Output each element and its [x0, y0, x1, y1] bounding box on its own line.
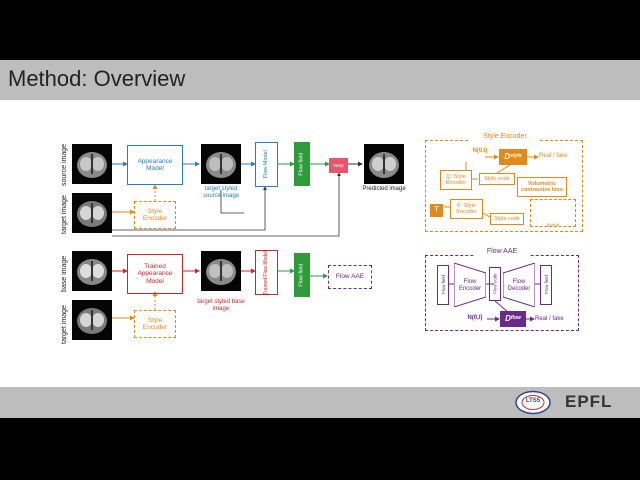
queue-box — [530, 199, 576, 227]
source-brain-image — [72, 144, 112, 184]
trained-flow-model-label: Trained Flow Model — [262, 250, 269, 295]
queue-label: queue — [546, 222, 560, 227]
flow-decoder-shape — [503, 263, 535, 307]
lts5-logo-text: LTS5 — [525, 398, 541, 404]
flow-model-label: Flow Model — [263, 150, 270, 179]
title-bar: Method: Overview — [0, 60, 640, 100]
flow-real-fake: Real / fake — [535, 316, 564, 322]
styled-base-brain-image — [201, 251, 241, 291]
styled-source-caption: target styled source image — [202, 186, 240, 199]
style-discriminator-sub: style — [510, 153, 522, 160]
trained-flow-model-box: Trained Flow Model — [255, 250, 278, 295]
footer-bar: LTS5 EPFL — [0, 387, 640, 418]
styled-source-brain-image — [201, 144, 241, 184]
target-image-label-bottom: target image — [61, 305, 68, 344]
predicted-brain-image — [364, 144, 404, 184]
warp-box: Warp — [329, 158, 348, 173]
trained-appearance-model-box: Trained Appearance Model — [127, 254, 183, 294]
flow-aae-box: Flow AAE — [328, 265, 372, 289]
style-encoder-box-top: Style Encoder — [134, 201, 176, 229]
style-code-box: Style code — [479, 173, 515, 185]
appearance-model-box: Appearance Model — [127, 145, 183, 185]
flow-decoder-label: Flow Decoder — [507, 279, 531, 292]
predicted-caption: Predicted image — [362, 186, 406, 192]
target-brain-image-bottom — [72, 300, 112, 340]
target-image-label-top: target image — [61, 195, 68, 234]
styled-base-caption: target styled base image — [197, 299, 245, 312]
flow-field-in-label: Flow field — [440, 275, 446, 295]
flow-discriminator-sub: flow — [510, 315, 521, 322]
flow-noise-label: N(0,I) — [467, 315, 483, 321]
flow-field-out-box: Flow field — [540, 265, 552, 305]
volumetric-loss-box: Volumetric contrastive loss — [517, 177, 567, 197]
style-code-box-2: Style code — [490, 213, 524, 225]
flow-encoder-label: Flow Encoder — [458, 279, 482, 292]
flow-code-box: Flow code — [489, 267, 501, 301]
q-style-encoder-box: Q: Style Encoder — [440, 170, 472, 190]
flow-field-box-bottom: Flow field — [294, 253, 310, 297]
flow-discriminator-label: D — [505, 314, 511, 324]
connector-arrows — [112, 154, 540, 322]
k-style-encoder-box: K: Style Encoder — [450, 199, 483, 219]
epfl-logo: EPFL — [565, 392, 613, 411]
flow-encoder-shape — [454, 263, 486, 307]
base-image-label: base image — [61, 255, 68, 292]
style-encoder-panel-title: Style Encoder — [470, 133, 540, 142]
flow-model-box: Flow Model — [255, 142, 278, 187]
style-noise-label: N(0,I) — [472, 148, 488, 154]
target-brain-image-top — [72, 193, 112, 233]
slide: Method: Overview — [0, 60, 640, 418]
flow-field-label-top: Flow field — [298, 152, 305, 176]
style-real-fake: Real / fake — [539, 153, 568, 159]
style-encoder-box-bottom: Style Encoder — [134, 310, 176, 338]
lts5-logo-icon — [515, 390, 551, 415]
flow-aae-panel-title: Flow AAE — [475, 248, 529, 257]
t-transform-box: T — [430, 204, 443, 217]
flow-code-label: Flow code — [492, 273, 498, 295]
flow-field-box-top: Flow field — [294, 142, 310, 186]
base-brain-image — [72, 251, 112, 291]
source-image-label: source image — [61, 143, 68, 186]
flow-field-label-bottom: Flow field — [298, 263, 305, 287]
flow-field-out-label: Flow field — [543, 275, 549, 295]
flow-field-in-box: Flow field — [437, 265, 449, 305]
slide-title: Method: Overview — [8, 66, 186, 91]
style-discriminator-label: D — [504, 152, 511, 162]
